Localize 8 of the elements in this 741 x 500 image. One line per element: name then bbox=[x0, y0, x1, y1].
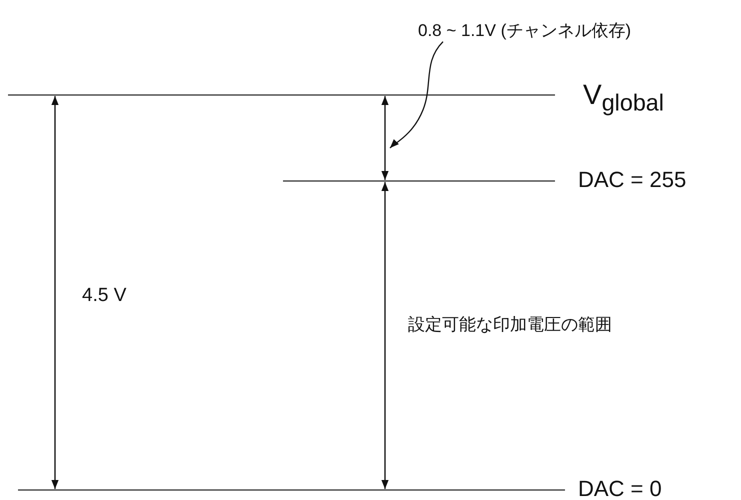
leader-text: 0.8 ~ 1.1V (チャンネル依存) bbox=[418, 22, 632, 41]
level-label: 4.5 V bbox=[82, 286, 126, 307]
level-label: DAC = 255 bbox=[578, 168, 686, 192]
dimension-line bbox=[381, 96, 389, 180]
level-label: V$_{global}$ bbox=[583, 80, 664, 116]
leader-line bbox=[390, 41, 444, 148]
level-label: 設定可能な印加電圧の範囲 bbox=[408, 316, 612, 335]
level-label: DAC = 0 bbox=[578, 477, 662, 500]
